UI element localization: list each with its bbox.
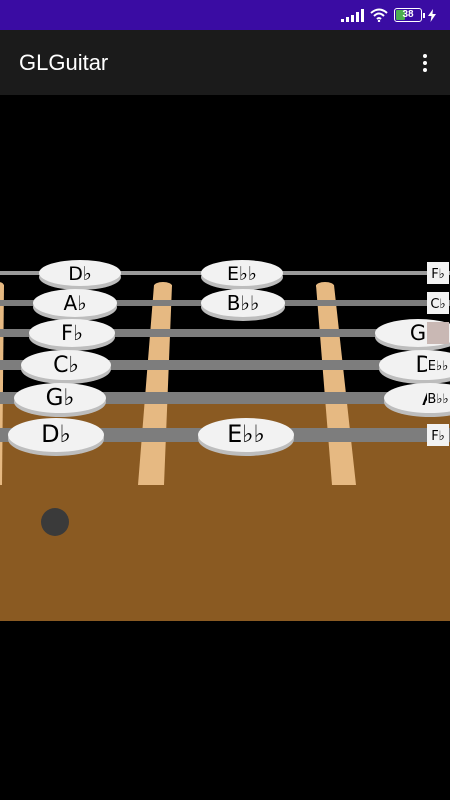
string-edge-label: F♭ [427,424,449,446]
battery-fill [396,10,405,20]
note-label: D♭ [68,263,92,285]
edge-label-text: E♭♭ [428,359,448,374]
note-disc[interactable]: E♭♭ [198,418,294,456]
fret-cap [316,282,334,290]
touch-indicator [41,508,69,536]
note-disc[interactable]: C♭ [21,350,111,384]
battery-level: 38 [402,9,414,20]
note-disc[interactable]: G♭ [14,383,106,417]
note-label: A♭ [63,291,86,315]
string-edge-highlight [427,322,449,344]
edge-label-text: F♭ [431,429,445,444]
note-disc[interactable]: A♭ [33,289,117,321]
fretboard-canvas[interactable]: D♭E♭♭A♭B♭♭F♭GC♭DG♭AD♭E♭♭ F♭C♭E♭♭B♭♭F♭ [0,95,450,800]
string-edge-label: F♭ [427,262,449,284]
status-icons: 38 [341,7,436,23]
note-label: G [410,321,426,345]
note-label: B♭♭ [227,291,260,315]
note-disc[interactable]: F♭ [29,319,115,351]
guitar-string[interactable] [0,360,450,370]
app-title: GLGuitar [19,50,109,75]
note-disc[interactable]: D♭ [8,418,104,456]
more-vert-icon[interactable] [410,48,440,78]
note-label: E♭♭ [227,263,257,285]
guitar-string[interactable] [0,392,450,404]
wifi-icon [370,8,388,22]
fret-cap [0,282,4,290]
guitar-string[interactable] [0,329,450,337]
battery-icon: 38 [394,8,425,22]
note-label: F♭ [61,321,83,345]
note-label: C♭ [53,353,79,378]
note-label: D♭ [41,420,71,448]
fret-cap [154,282,172,290]
signal-icon [341,8,364,22]
string-edge-label: E♭♭ [427,354,449,376]
app-bar: GLGuitar [0,30,450,95]
note-label: G♭ [46,385,75,411]
charging-icon [428,8,436,22]
edge-label-text: B♭♭ [427,392,448,407]
edge-label-text: F♭ [431,267,445,282]
note-label: E♭♭ [227,420,265,448]
note-disc[interactable]: D♭ [39,260,121,290]
string-edge-label: C♭ [427,292,449,314]
note-disc[interactable]: B♭♭ [201,289,285,321]
edge-label-text: C♭ [430,297,445,312]
guitar-scene[interactable]: D♭E♭♭A♭B♭♭F♭GC♭DG♭AD♭E♭♭ F♭C♭E♭♭B♭♭F♭ [0,95,450,800]
status-bar: 38 [0,0,450,30]
note-disc[interactable]: E♭♭ [201,260,283,290]
string-edge-label: B♭♭ [427,387,449,409]
